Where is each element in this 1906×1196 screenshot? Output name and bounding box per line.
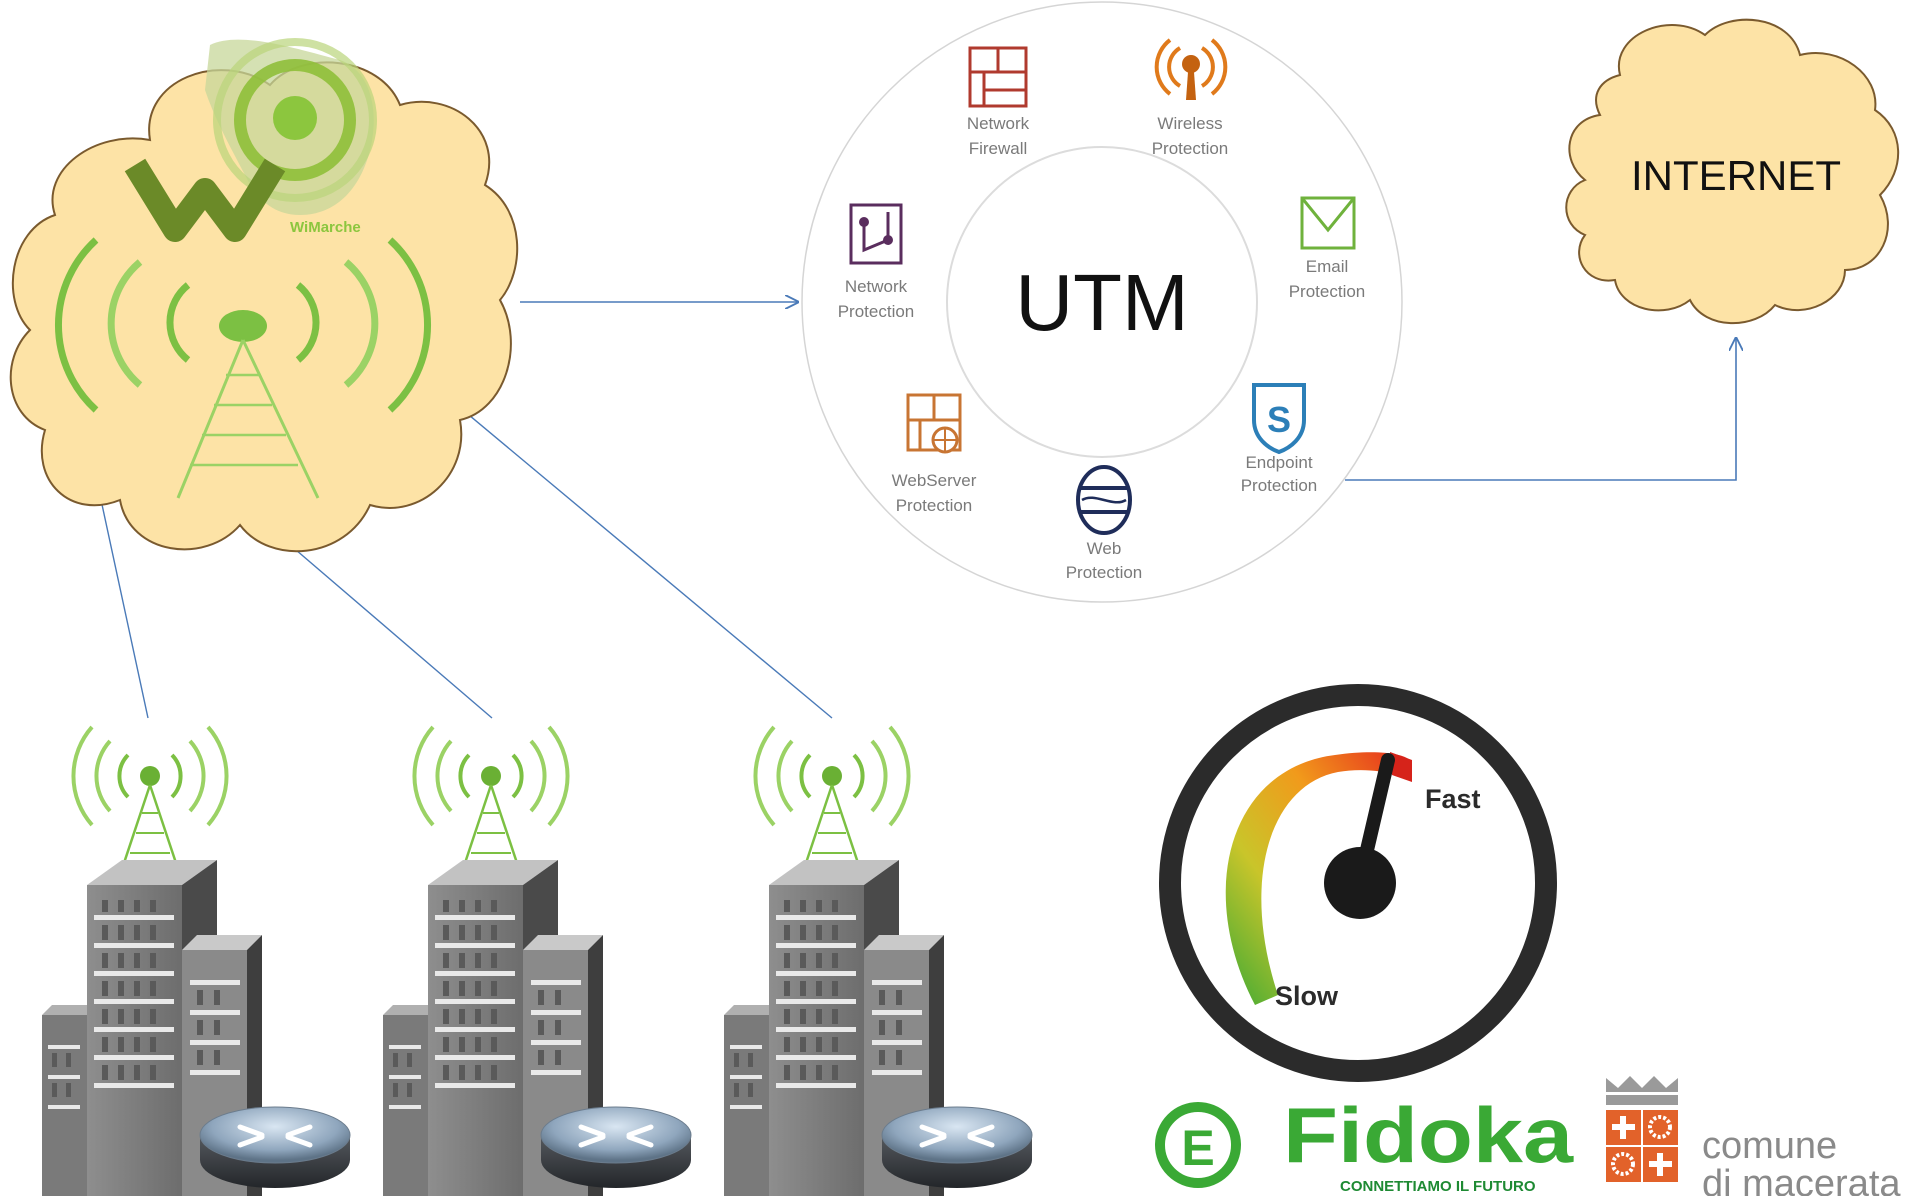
- router-icon: [200, 1107, 350, 1188]
- service-label-wireless-protection-2: Protection: [1152, 139, 1229, 158]
- service-label-endpoint-protection-1: Endpoint: [1245, 453, 1312, 472]
- building-site-1: [42, 725, 350, 1196]
- connector-building3-to-cloud: [415, 370, 833, 719]
- endpoint-protection-icon: S: [1252, 383, 1306, 455]
- utm-center-label: UTM: [1015, 258, 1188, 347]
- wimarche-cloud: WiMarche: [9, 38, 519, 553]
- network-protection-icon: [849, 203, 903, 265]
- internet-cloud-shape: [1565, 18, 1900, 325]
- utm-inner-circle: [946, 146, 1258, 458]
- fidoka-name: Fidoka: [1283, 1091, 1574, 1179]
- comune-line1: comune: [1702, 1125, 1837, 1167]
- service-label-webserver-protection-1: WebServer: [892, 471, 977, 490]
- fidoka-logo: E Fidoka CONNETTIAMO IL FUTURO: [1155, 1091, 1574, 1195]
- wimarche-logo-text: WiMarche: [290, 219, 361, 236]
- wireless-tower-icon: [54, 237, 432, 499]
- service-label-network-protection-2: Protection: [838, 302, 915, 321]
- antenna-icon: [753, 725, 911, 877]
- antenna-icon: [71, 725, 229, 877]
- router-icon: [882, 1107, 1032, 1188]
- internet-label: INTERNET: [1631, 152, 1841, 199]
- service-label-email-protection-1: Email: [1306, 257, 1349, 276]
- antenna-icon: [412, 725, 570, 877]
- wireless-protection-icon: [1154, 38, 1228, 100]
- utm-diagram: UTM Network Firewall Wireless Protection…: [801, 1, 1403, 603]
- speed-slow-label: Slow: [1275, 981, 1339, 1011]
- fidoka-tagline: CONNETTIAMO IL FUTURO: [1340, 1178, 1536, 1195]
- service-label-email-protection-2: Protection: [1289, 282, 1366, 301]
- comune-line2: di macerata: [1702, 1163, 1901, 1196]
- svg-text:S: S: [1267, 399, 1291, 440]
- service-label-network-protection-1: Network: [845, 277, 908, 296]
- service-label-web-protection-2: Protection: [1066, 563, 1143, 582]
- connector-utm-to-internet: [1345, 338, 1736, 481]
- router-icon: [541, 1107, 691, 1188]
- city-crest-icon: [1606, 1076, 1678, 1182]
- internet-cloud: INTERNET: [1565, 18, 1900, 325]
- wimarche-logo: WiMarche: [124, 38, 377, 242]
- building-site-3: [724, 725, 1032, 1196]
- speed-arc: [1225, 752, 1410, 1005]
- speedometer-gauge: Fast Slow: [1159, 684, 1557, 1082]
- network-firewall-icon: [968, 46, 1028, 108]
- service-label-wireless-protection-1: Wireless: [1157, 114, 1222, 133]
- comune-macerata-logo: comune di macerata: [1606, 1076, 1901, 1196]
- speed-fast-label: Fast: [1425, 784, 1481, 814]
- building-site-2: [383, 725, 691, 1196]
- service-label-web-protection-1: Web: [1087, 539, 1122, 558]
- svg-text:E: E: [1181, 1120, 1214, 1176]
- service-label-network-firewall-2: Firewall: [969, 139, 1028, 158]
- service-label-network-firewall-1: Network: [967, 114, 1030, 133]
- service-label-webserver-protection-2: Protection: [896, 496, 973, 515]
- web-protection-icon: [1076, 465, 1132, 535]
- email-protection-icon: [1300, 196, 1356, 250]
- service-label-endpoint-protection-2: Protection: [1241, 476, 1318, 495]
- webserver-protection-icon: [906, 393, 962, 454]
